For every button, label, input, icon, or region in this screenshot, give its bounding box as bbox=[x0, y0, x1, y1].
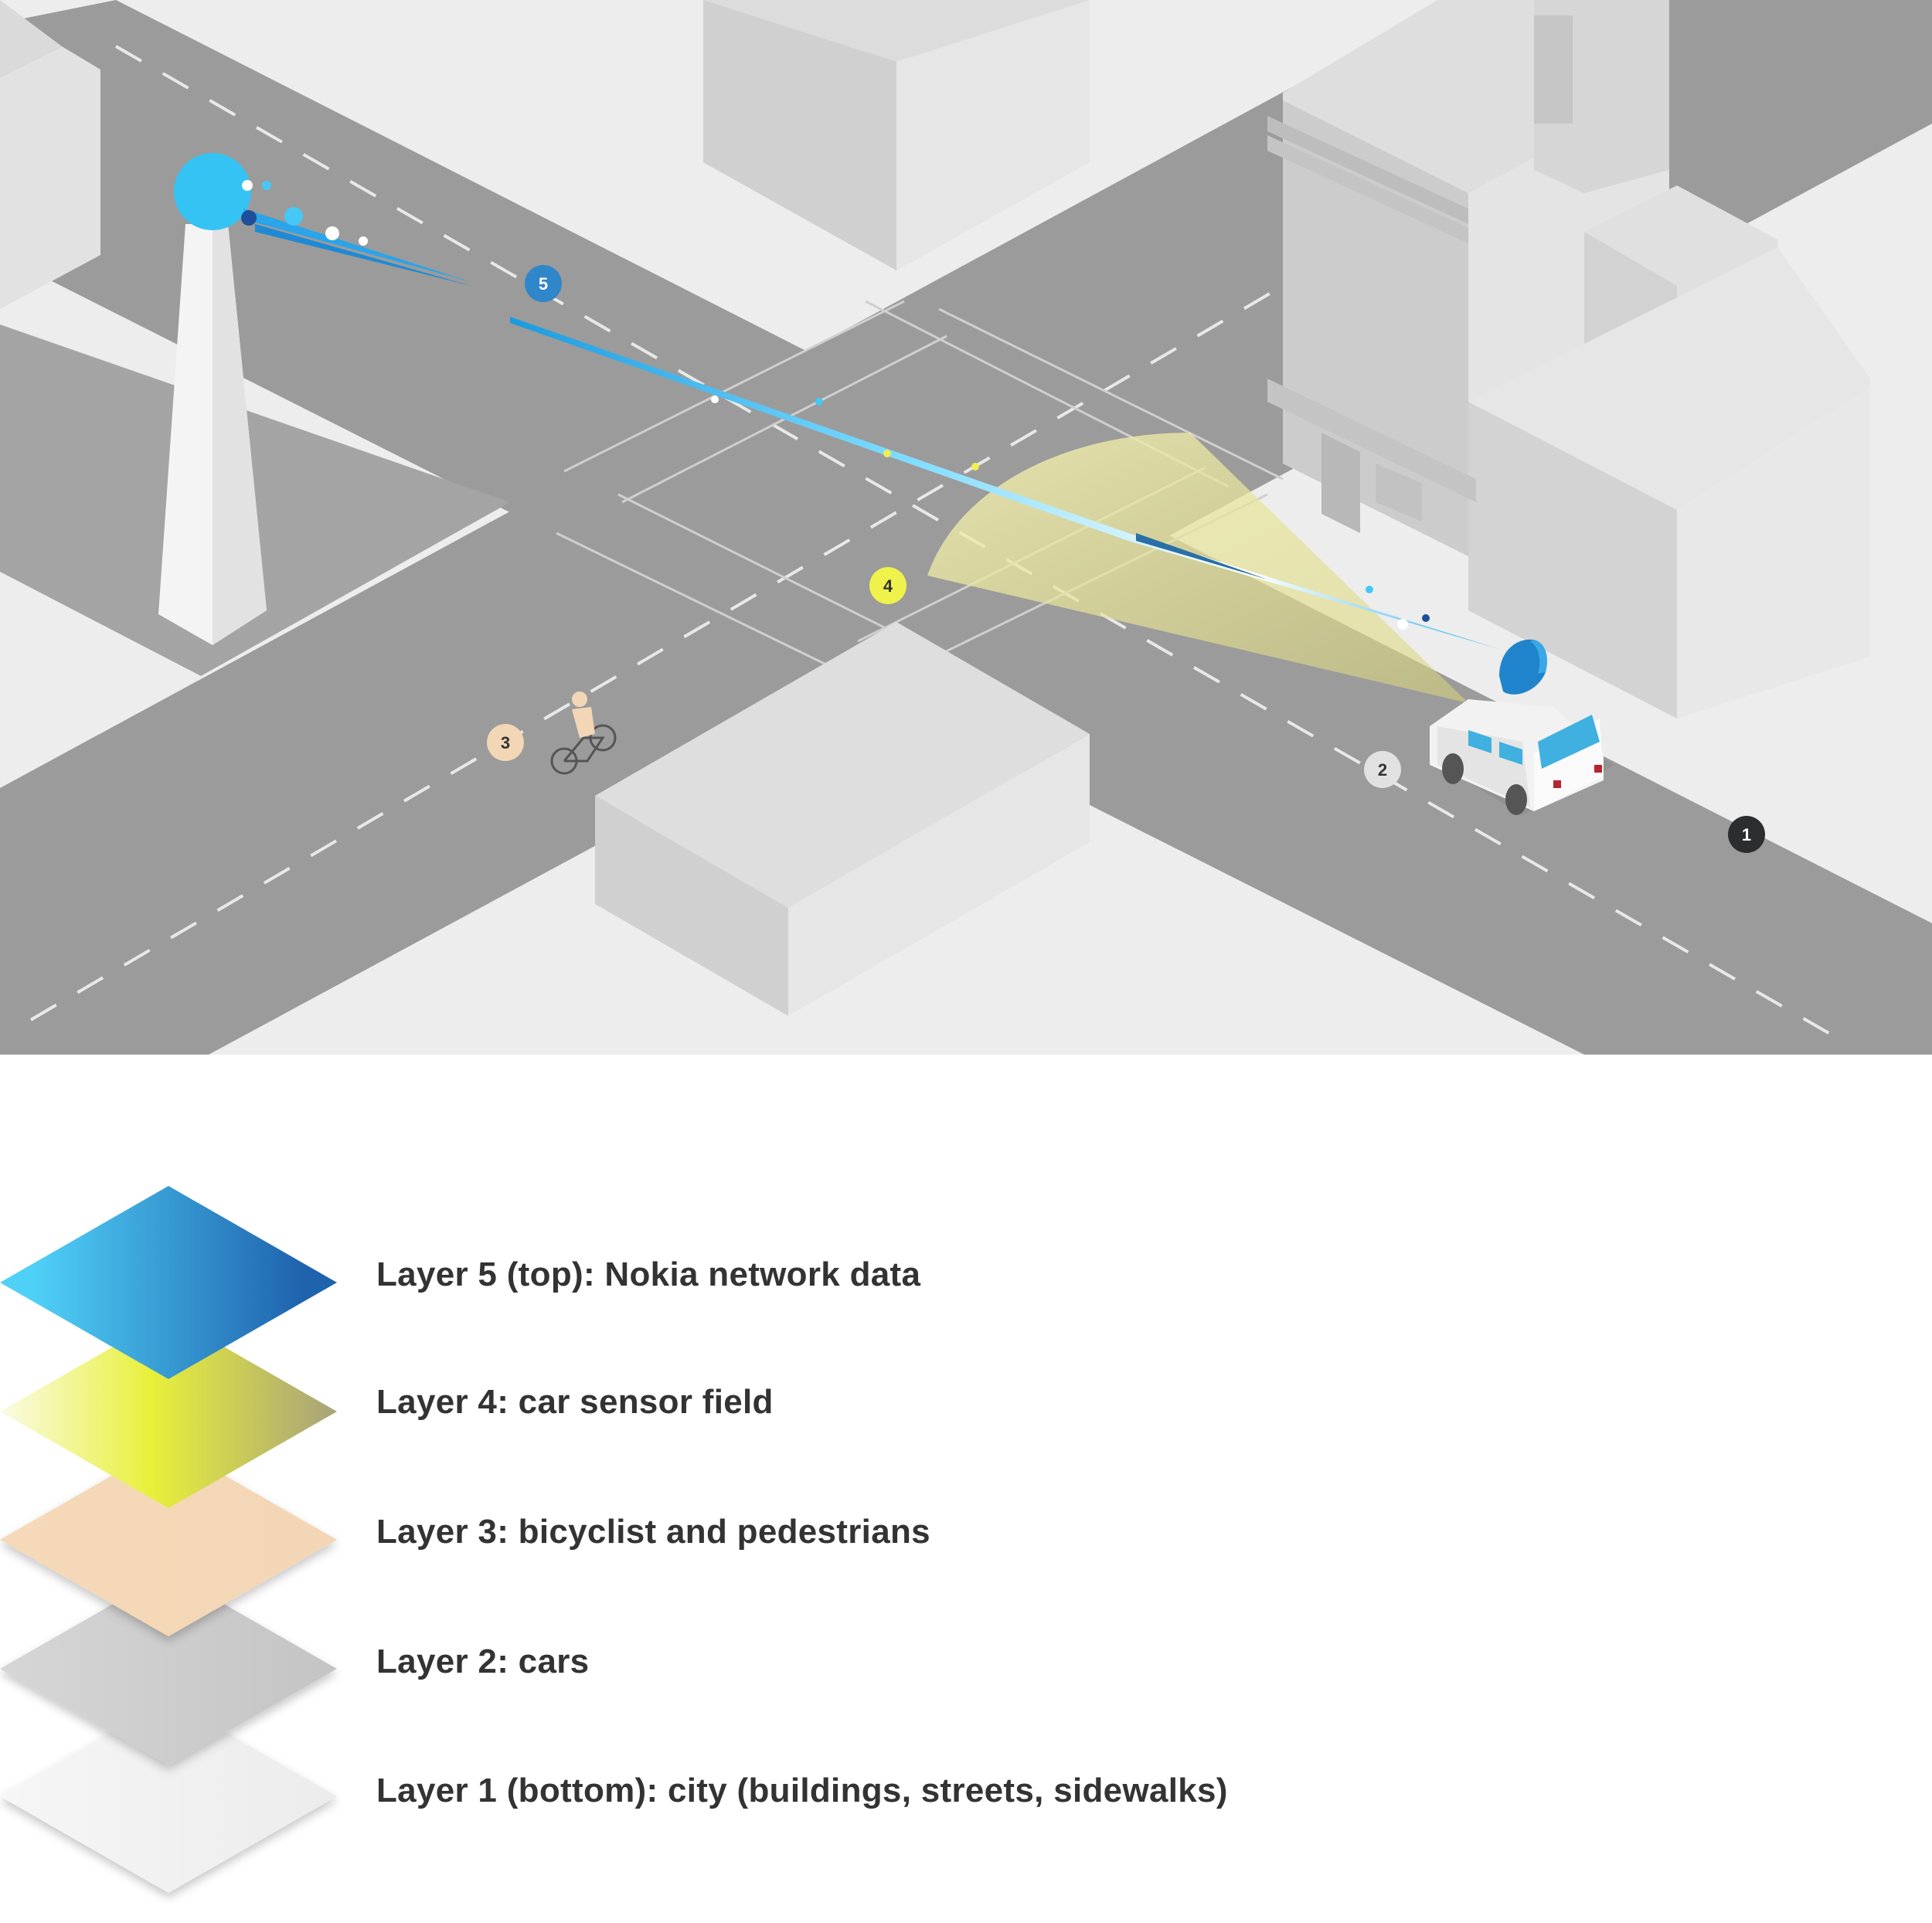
building-bottom-center bbox=[595, 622, 1090, 1016]
legend-layer-2 bbox=[0, 1572, 337, 1765]
network-beam bbox=[241, 180, 1499, 649]
legend-layer-3 bbox=[0, 1443, 337, 1636]
layer-legend: Layer 5 (top): Nokia network data Layer … bbox=[0, 1055, 1932, 1923]
svg-text:2: 2 bbox=[1378, 760, 1387, 780]
marker-2: 2 bbox=[1364, 751, 1401, 788]
marker-3: 3 bbox=[487, 724, 524, 761]
car bbox=[1430, 639, 1615, 815]
legend-label-layer-4: Layer 4: car sensor field bbox=[376, 1383, 774, 1421]
svg-text:1: 1 bbox=[1742, 825, 1751, 844]
marker-4: 4 bbox=[869, 567, 906, 604]
building-top-center bbox=[703, 0, 1090, 270]
legend-label-layer-3: Layer 3: bicyclist and pedestrians bbox=[376, 1513, 930, 1551]
svg-text:4: 4 bbox=[883, 576, 893, 596]
network-tower bbox=[158, 153, 267, 645]
building-right-complex bbox=[1267, 0, 1870, 719]
marker-1: 1 bbox=[1728, 816, 1765, 853]
legend-label-layer-5: Layer 5 (top): Nokia network data bbox=[376, 1255, 921, 1293]
legend-layer-4 bbox=[0, 1315, 337, 1508]
svg-text:5: 5 bbox=[539, 274, 548, 294]
building-top-left bbox=[0, 0, 100, 309]
marker-5: 5 bbox=[525, 265, 562, 302]
bicyclist bbox=[550, 691, 617, 775]
legend-label-layer-2: Layer 2: cars bbox=[376, 1643, 590, 1680]
legend-layer-5 bbox=[0, 1186, 337, 1379]
legend-layer-1 bbox=[0, 1700, 337, 1893]
side-street bbox=[1685, 0, 1932, 201]
legend-layers bbox=[0, 1186, 337, 1893]
legend-label-layer-1: Layer 1 (bottom): city (buildings, stree… bbox=[376, 1772, 1228, 1809]
city-scene: 1 2 3 4 5 bbox=[0, 0, 1932, 1055]
svg-text:3: 3 bbox=[501, 733, 510, 753]
sensor-field bbox=[927, 433, 1468, 703]
